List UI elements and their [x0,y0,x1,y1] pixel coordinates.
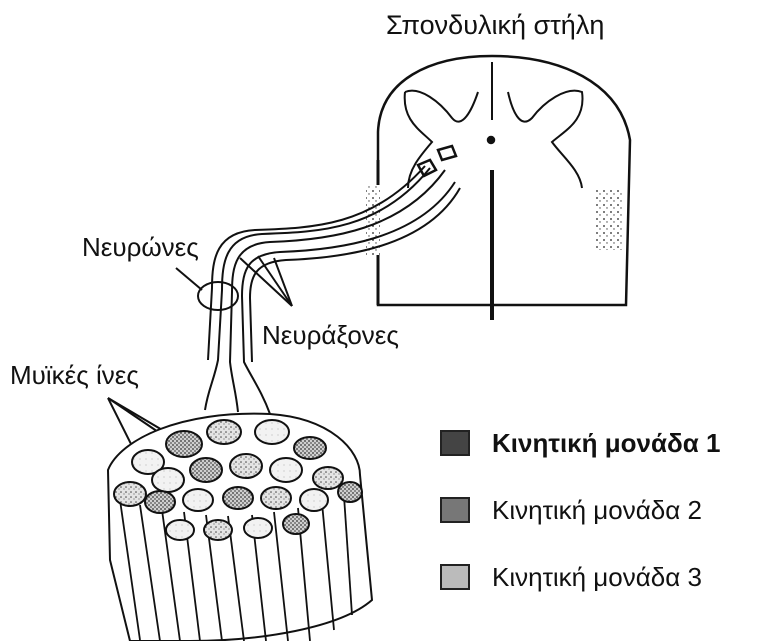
muscle-fibres-label: Μυϊκές ίνες [10,362,139,388]
neurons-label: Νευρώνες [82,234,199,260]
spinal-cord-body [378,56,630,305]
axons-label: Νευράξονες [262,322,399,348]
neuron-pointer [176,268,202,290]
legend-label-motor-unit-1: Κινητική μονάδα 1 [492,428,720,459]
legend-item-motor-unit-3: Κινητική μονάδα 3 [440,560,702,594]
legend-label-motor-unit-3: Κινητική μονάδα 3 [492,562,702,593]
legend-label-motor-unit-2: Κινητική μονάδα 2 [492,495,702,526]
legend-swatch-motor-unit-3 [440,564,470,590]
legend-swatch-motor-unit-2 [440,497,470,523]
legend-item-motor-unit-1: Κινητική μονάδα 1 [440,426,720,460]
spinal-cord [366,56,630,320]
legend-swatch-motor-unit-1 [440,430,470,456]
legend-item-motor-unit-2: Κινητική μονάδα 2 [440,493,702,527]
spinal-cord-label: Σπονδυλική στήλη [386,12,604,39]
muscle-fibre-bundle [108,414,372,641]
